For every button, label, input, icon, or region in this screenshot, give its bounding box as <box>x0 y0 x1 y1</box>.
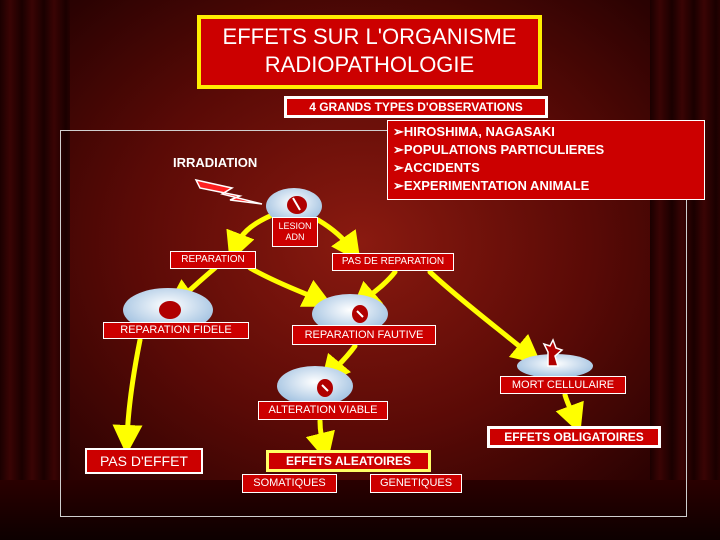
observation-item: ➢EXPERIMENTATION ANIMALE <box>393 178 590 193</box>
bullet-icon: ➢ <box>393 142 404 157</box>
node-genetiques: GENETIQUES <box>370 474 462 493</box>
node-lesion-adn: LESION ADN <box>272 217 318 247</box>
node-reparation-fidele: REPARATION FIDELE <box>103 322 249 339</box>
left-curtain <box>0 0 70 540</box>
node-effets-obligatoires: EFFETS OBLIGATOIRES <box>487 426 661 448</box>
arrow-mort-to-obligatoires <box>555 392 584 435</box>
cell-mort-cellulaire <box>517 338 593 378</box>
node-alteration-viable: ALTERATION VIABLE <box>258 401 388 420</box>
bullet-icon: ➢ <box>393 178 404 193</box>
cell-alteration-viable <box>277 366 353 406</box>
lightning-icon <box>194 178 263 205</box>
node-effets-aleatoires: EFFETS ALEATOIRES <box>266 450 431 472</box>
node-somatiques: SOMATIQUES <box>242 474 337 493</box>
arrow-reparation-to-fautive <box>247 265 334 307</box>
arrow-fidele-to-pas-effet <box>112 337 143 455</box>
observations-list: ➢HIROSHIMA, NAGASAKI ➢POPULATIONS PARTIC… <box>387 120 705 200</box>
observation-item: ➢POPULATIONS PARTICULIERES <box>393 142 605 157</box>
title-line-2: RADIOPATHOLOGIE <box>264 52 475 77</box>
node-irradiation: IRRADIATION <box>173 155 258 170</box>
arrow-viable-to-aleatoires <box>305 418 335 463</box>
cell-lesion <box>266 188 322 224</box>
types-header: 4 GRANDS TYPES D'OBSERVATIONS <box>284 96 548 118</box>
arrow-lesion-to-reparation <box>226 213 273 262</box>
right-curtain <box>650 0 720 540</box>
stage-floor <box>0 480 720 540</box>
bullet-icon: ➢ <box>393 160 404 175</box>
cell-reparation-fidele <box>123 288 213 332</box>
arrow-lesion-to-pas-reparation <box>315 217 361 263</box>
node-reparation: REPARATION <box>170 251 256 269</box>
cell-reparation-fautive <box>312 294 388 334</box>
arrow-pas-reparation-to-mort <box>427 269 542 365</box>
observation-item: ➢ACCIDENTS <box>393 160 480 175</box>
title-line-1: EFFETS SUR L'ORGANISME <box>222 24 517 49</box>
node-pas-d-effet: PAS D'EFFET <box>85 448 203 474</box>
node-pas-de-reparation: PAS DE REPARATION <box>332 253 454 271</box>
diagram-panel <box>60 130 687 517</box>
observation-item: ➢HIROSHIMA, NAGASAKI <box>393 124 555 139</box>
node-mort-cellulaire: MORT CELLULAIRE <box>500 376 626 394</box>
node-reparation-fautive: REPARATION FAUTIVE <box>292 325 436 345</box>
bullet-icon: ➢ <box>393 124 404 139</box>
page-title: EFFETS SUR L'ORGANISME RADIOPATHOLOGIE <box>197 15 542 89</box>
